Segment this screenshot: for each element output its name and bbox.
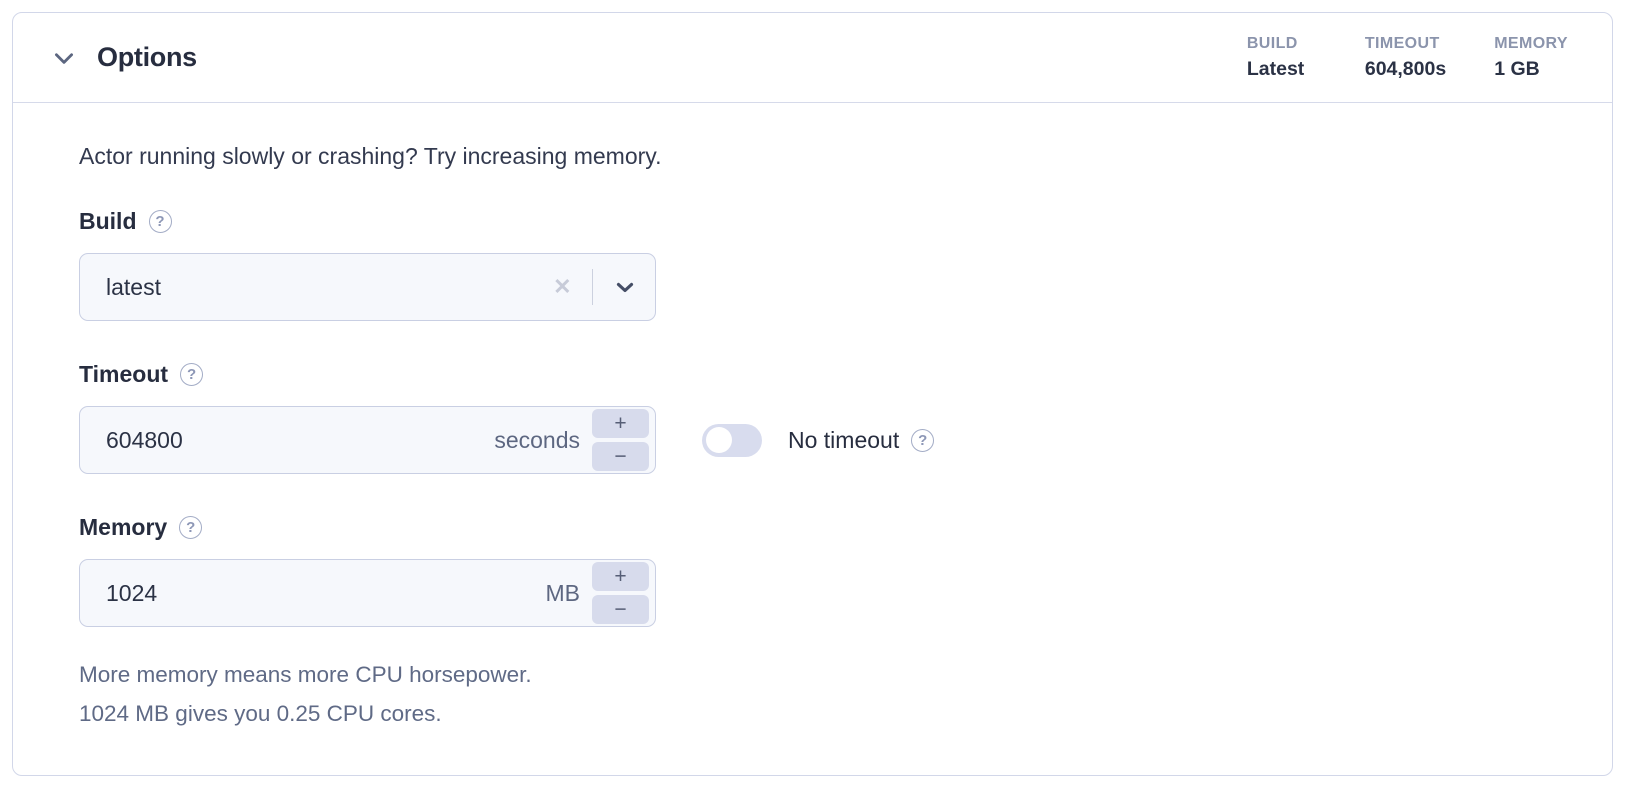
no-timeout-toggle[interactable]: [702, 423, 762, 457]
toggle-knob: [706, 427, 732, 453]
timeout-unit-suffix: seconds: [494, 426, 580, 453]
options-panel: Options BUILD Latest TIMEOUT 604,800s ME…: [12, 12, 1613, 776]
memory-stepper: + −: [592, 562, 649, 624]
minus-icon: −: [614, 445, 627, 468]
stat-memory: MEMORY 1 GB: [1494, 35, 1568, 81]
no-timeout-group: No timeout ?: [702, 423, 935, 457]
options-summary: BUILD Latest TIMEOUT 604,800s MEMORY 1 G…: [1247, 35, 1568, 81]
panel-collapse-header[interactable]: Options: [49, 42, 197, 73]
stat-build: BUILD Latest: [1247, 35, 1317, 81]
plus-icon: +: [614, 565, 627, 588]
memory-increment-button[interactable]: +: [592, 562, 649, 591]
timeout-decrement-button[interactable]: −: [592, 442, 649, 471]
stat-memory-value: 1 GB: [1494, 57, 1540, 80]
memory-label: Memory: [79, 514, 168, 540]
stat-timeout-label: TIMEOUT: [1364, 34, 1440, 52]
memory-field: Memory ? MB + − More memory means more C…: [79, 514, 1568, 733]
stat-build-value: Latest: [1246, 57, 1305, 80]
memory-label-row: Memory ?: [79, 514, 1568, 541]
stat-memory-label: MEMORY: [1494, 34, 1568, 52]
memory-cpu-help-line1: More memory means more CPU horsepower.: [79, 662, 532, 687]
build-select-controls: ✕: [549, 269, 641, 305]
stat-build-label: BUILD: [1246, 34, 1298, 52]
memory-unit-suffix: MB: [545, 579, 581, 606]
minus-icon: −: [614, 598, 627, 621]
no-timeout-help-icon[interactable]: ?: [911, 428, 935, 452]
timeout-label-row: Timeout ?: [79, 361, 1568, 388]
options-panel-header: Options BUILD Latest TIMEOUT 604,800s ME…: [13, 13, 1612, 103]
no-timeout-label: No timeout: [788, 426, 900, 453]
build-select-value: latest: [106, 273, 161, 300]
timeout-label: Timeout: [79, 361, 169, 387]
memory-cpu-help-line2: 1024 MB gives you 0.25 CPU cores.: [79, 701, 442, 726]
collapse-toggle-button[interactable]: [49, 43, 79, 73]
build-label-row: Build ?: [79, 208, 1568, 235]
build-label: Build: [79, 208, 137, 234]
timeout-row: seconds + − No timeout ?: [79, 406, 1568, 474]
select-divider: [591, 269, 593, 305]
timeout-stepper: + −: [592, 409, 649, 471]
timeout-help-icon[interactable]: ?: [180, 363, 204, 386]
options-panel-body: Actor running slowly or crashing? Try in…: [13, 103, 1612, 733]
memory-input[interactable]: [106, 579, 538, 607]
memory-cpu-help-text: More memory means more CPU horsepower. 1…: [79, 655, 1568, 733]
panel-title: Options: [97, 42, 197, 72]
chevron-down-icon: [613, 275, 637, 299]
clear-x-icon: ✕: [553, 274, 572, 299]
stat-timeout: TIMEOUT 604,800s: [1365, 35, 1446, 81]
memory-input-control: MB + −: [79, 559, 656, 627]
plus-icon: +: [614, 412, 627, 435]
build-dropdown-button[interactable]: [609, 271, 641, 303]
stat-timeout-value: 604,800s: [1364, 57, 1447, 80]
build-help-icon[interactable]: ?: [148, 210, 172, 233]
timeout-field: Timeout ? seconds + −: [79, 361, 1568, 474]
timeout-input-control: seconds + −: [79, 406, 656, 474]
build-field: Build ? latest ✕: [79, 208, 1568, 321]
memory-help-icon[interactable]: ?: [179, 516, 203, 539]
build-clear-button[interactable]: ✕: [549, 272, 575, 302]
memory-decrement-button[interactable]: −: [592, 595, 649, 624]
memory-hint-text: Actor running slowly or crashing? Try in…: [79, 143, 662, 169]
build-select[interactable]: latest ✕: [79, 253, 656, 321]
timeout-increment-button[interactable]: +: [592, 409, 649, 438]
chevron-down-icon: [51, 45, 77, 71]
timeout-input[interactable]: [106, 426, 487, 454]
